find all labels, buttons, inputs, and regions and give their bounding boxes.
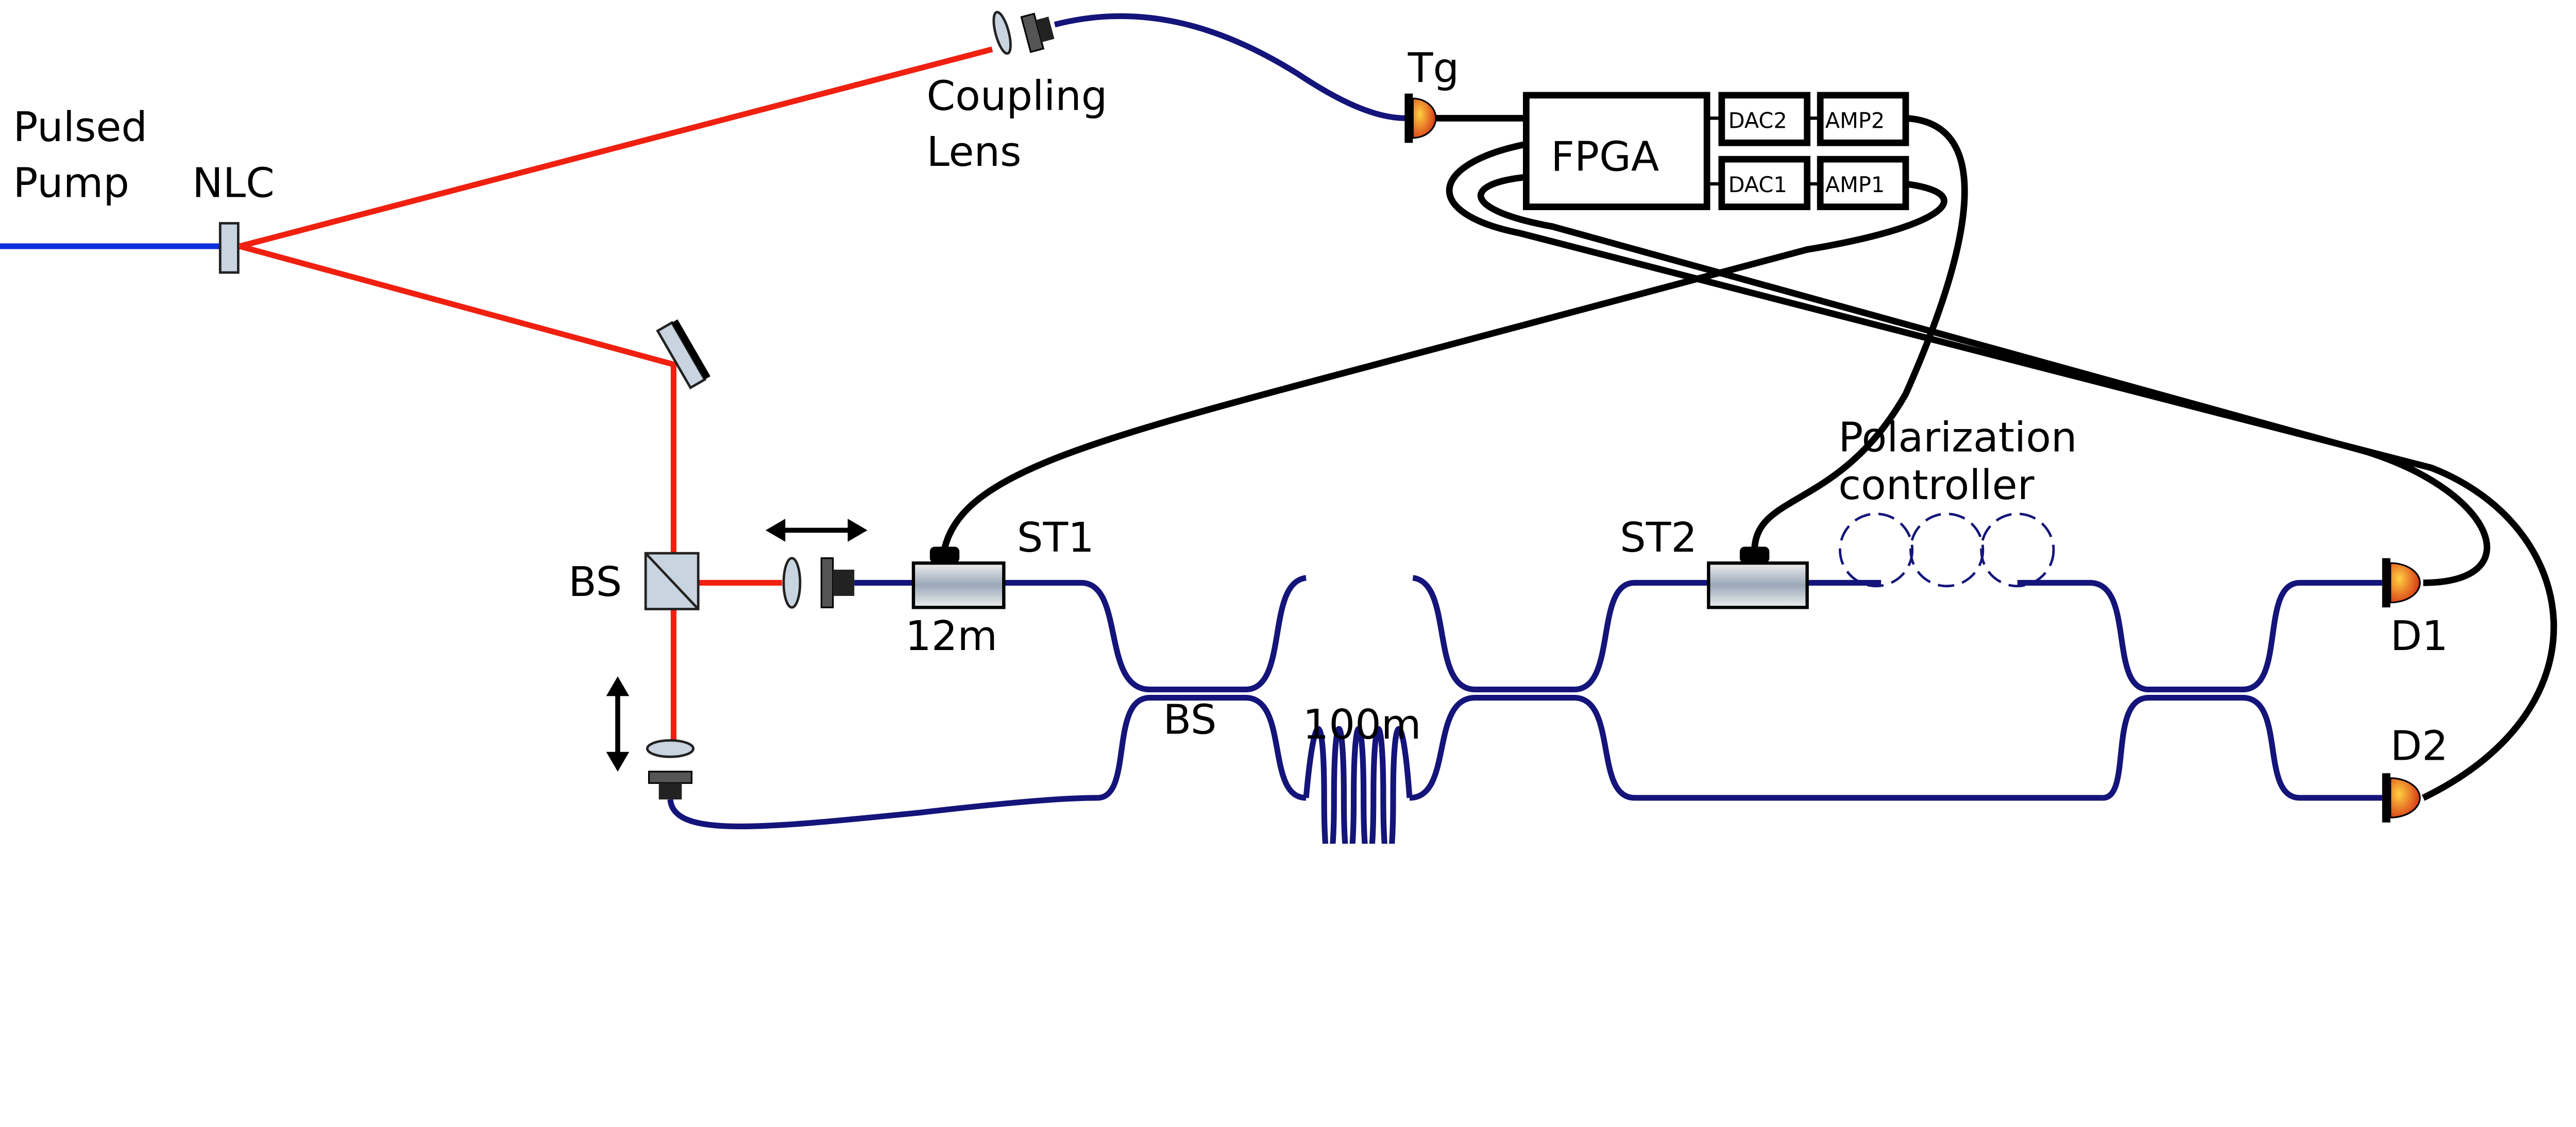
mirror xyxy=(656,319,710,390)
label-polarization: Polarization xyxy=(1838,413,2077,461)
label-d1: D1 xyxy=(2391,612,2448,660)
fiber-top xyxy=(1054,13,1406,122)
label-bs-cube: BS xyxy=(568,558,622,606)
st2-module xyxy=(1707,547,1809,609)
translation-arrow-vertical xyxy=(606,676,630,772)
detector-d2 xyxy=(2382,773,2421,823)
experimental-setup-diagram: Pulsed Pump NLC Coupling Lens Tg FPGA DA… xyxy=(0,11,2557,844)
fpga-box xyxy=(1522,92,1710,210)
label-pulsed: Pulsed xyxy=(13,103,148,151)
st1-module xyxy=(911,547,1006,609)
label-d2: D2 xyxy=(2391,722,2448,770)
fiber-bs3 xyxy=(2017,579,2382,801)
beam-lower xyxy=(239,243,676,742)
polarization-controller-loops xyxy=(1839,513,2055,588)
fiber-coil-100m xyxy=(1303,726,1413,844)
trigger-detector xyxy=(1404,93,1437,143)
fiber-coupler-st1 xyxy=(820,557,855,608)
label-amp1: AMP1 xyxy=(1825,173,1885,197)
label-lens: Lens xyxy=(926,128,1021,176)
label-controller: controller xyxy=(1838,461,2034,509)
detector-d1 xyxy=(2382,558,2421,608)
label-amp2: AMP2 xyxy=(1825,109,1885,133)
nlc-crystal xyxy=(218,222,240,274)
label-bs-fiber: BS xyxy=(1163,696,1217,744)
coupling-lens xyxy=(992,11,1012,55)
internal-links xyxy=(1707,116,1821,186)
fiber-coupler-lower xyxy=(648,771,693,800)
label-tg: Tg xyxy=(1408,44,1459,92)
fiber-lower-input xyxy=(667,795,1098,829)
cable-amp2-st2 xyxy=(1751,115,1968,549)
label-dac2: DAC2 xyxy=(1728,109,1787,133)
label-pump: Pump xyxy=(13,159,129,207)
label-fpga: FPGA xyxy=(1551,132,1659,180)
amp1-box xyxy=(1817,156,1909,210)
cable-amp1-st1 xyxy=(941,180,1947,549)
beam-splitter-cube xyxy=(644,552,700,610)
cable-fpga-d2 xyxy=(1446,141,2557,801)
dac2-box xyxy=(1718,92,1811,146)
fiber-bs1 xyxy=(1002,575,1307,801)
fiber-coupler-top xyxy=(1020,12,1055,53)
translation-arrow-horizontal xyxy=(765,519,868,542)
label-coupling: Coupling xyxy=(926,72,1107,120)
cable-fpga-d1 xyxy=(1477,174,2490,586)
lens-lower xyxy=(646,739,695,758)
label-st2: ST2 xyxy=(1620,514,1697,561)
label-nlc: NLC xyxy=(192,159,275,207)
label-dac1: DAC1 xyxy=(1728,173,1787,197)
lens-st1 xyxy=(782,557,802,609)
label-100m: 100m xyxy=(1303,701,1421,748)
beam-upper xyxy=(239,46,993,249)
fiber-bs2 xyxy=(1409,575,2103,801)
label-st1: ST1 xyxy=(1017,514,1094,561)
label-12m: 12m xyxy=(905,612,997,660)
